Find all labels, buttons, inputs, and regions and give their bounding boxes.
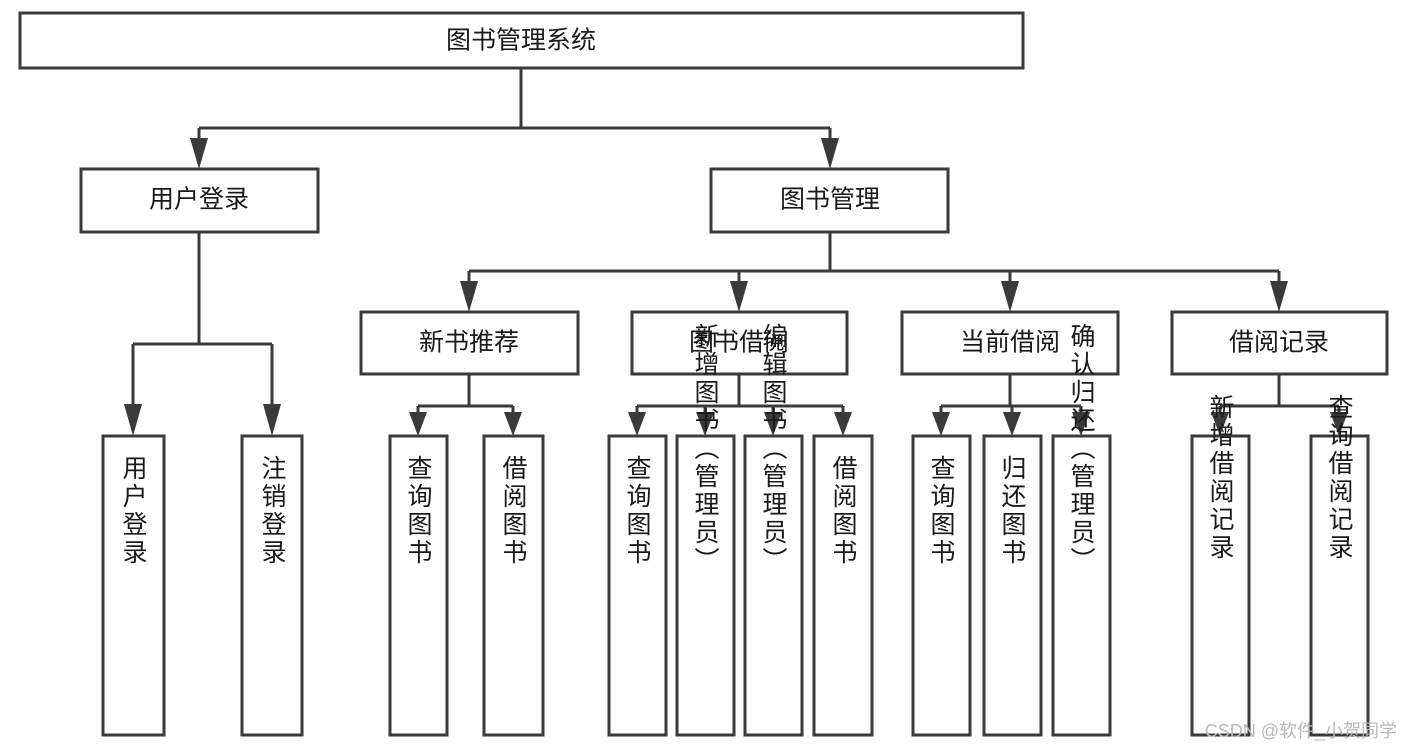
node-leaf-return-book-box[interactable]	[982, 434, 1043, 737]
node-leaf-query-book-borrow[interactable]: 查询图书	[607, 434, 668, 737]
node-leaf-borrow-book[interactable]: 借阅图书	[812, 434, 874, 737]
node-leaf-confirm-return-box[interactable]	[1051, 434, 1112, 737]
node-leaf-add-book[interactable]: 新增图书（管理员）	[675, 323, 736, 737]
node-current-borrow-box[interactable]	[900, 310, 1120, 376]
connector-user-login-to-leaves	[124, 232, 281, 436]
node-leaf-query-book-rec[interactable]: 查询图书	[388, 434, 449, 737]
node-leaf-return-book-label: 归还图书	[998, 455, 1027, 567]
node-user-login-label: 用户登录	[149, 186, 249, 214]
node-leaf-confirm-return-label: 确认归还（管理员）	[1067, 323, 1096, 575]
node-leaf-borrow-book-label: 借阅图书	[829, 455, 858, 567]
connector-borrow-record-to-leaves	[1211, 374, 1348, 436]
node-leaf-query-book-rec-box[interactable]	[388, 434, 449, 737]
arrow-head-icon	[696, 412, 714, 436]
arrow-head-icon	[821, 138, 839, 169]
node-new-book-rec[interactable]: 新书推荐	[359, 310, 580, 376]
node-leaf-query-borrow-record[interactable]: 查询借阅记录	[1309, 394, 1370, 737]
connector-root-to-level2	[190, 68, 839, 169]
node-user-login-box[interactable]	[79, 167, 320, 234]
arrow-head-icon	[124, 404, 142, 436]
node-leaf-add-borrow-record[interactable]: 新增借阅记录	[1190, 394, 1251, 737]
node-root-label: 图书管理系统	[446, 27, 596, 55]
node-borrow-record-box[interactable]	[1170, 310, 1389, 376]
arrow-head-icon	[1330, 412, 1348, 436]
node-leaf-add-book-label: 新增图书（管理员）	[691, 323, 720, 575]
node-leaf-confirm-return[interactable]: 确认归还（管理员）	[1051, 323, 1112, 737]
node-leaf-return-book[interactable]: 归还图书	[982, 434, 1043, 737]
node-current-borrow[interactable]: 当前借阅	[900, 310, 1120, 376]
node-book-manage-box[interactable]	[709, 167, 950, 234]
node-root-box[interactable]	[18, 11, 1025, 70]
node-book-manage-label: 图书管理	[780, 186, 880, 214]
arrow-head-icon	[764, 412, 782, 436]
node-new-book-rec-box[interactable]	[359, 310, 580, 376]
arrow-head-icon	[1003, 412, 1021, 436]
arrow-head-icon	[409, 412, 427, 436]
arrow-head-icon	[190, 138, 208, 169]
node-leaf-query-book-rec-label: 查询图书	[404, 455, 433, 567]
arrow-head-icon	[932, 412, 950, 436]
node-leaf-add-book-box[interactable]	[675, 434, 736, 737]
node-book-manage[interactable]: 图书管理	[709, 167, 950, 234]
node-leaf-add-borrow-record-label: 新增借阅记录	[1206, 394, 1235, 562]
connector-new-book-rec-to-leaves	[409, 374, 522, 436]
node-borrow-record[interactable]: 借阅记录	[1170, 310, 1389, 376]
node-leaf-query-book-current-label: 查询图书	[927, 455, 956, 567]
arrow-head-icon	[628, 412, 646, 436]
arrow-head-icon	[1270, 281, 1288, 312]
node-leaf-add-borrow-record-box[interactable]	[1190, 434, 1251, 737]
node-leaf-user-logout[interactable]: 注销登录	[240, 434, 304, 737]
node-leaf-query-book-borrow-label: 查询图书	[623, 455, 652, 567]
node-leaf-query-book-current-box[interactable]	[911, 434, 972, 737]
node-user-login[interactable]: 用户登录	[79, 167, 320, 234]
connector-book-manage-to-level3	[460, 232, 1288, 312]
node-leaf-borrow-book-rec[interactable]: 借阅图书	[482, 434, 545, 737]
node-root[interactable]: 图书管理系统	[18, 11, 1025, 70]
node-leaf-user-login-label: 用户登录	[119, 455, 148, 567]
node-leaf-user-login[interactable]: 用户登录	[101, 434, 166, 737]
node-borrow-record-label: 借阅记录	[1229, 329, 1329, 357]
node-book-borrow-box[interactable]	[630, 310, 849, 376]
node-book-borrow-label: 图书借阅	[689, 329, 789, 357]
node-new-book-rec-label: 新书推荐	[419, 329, 519, 357]
arrow-head-icon	[460, 281, 478, 312]
node-leaf-borrow-book-box[interactable]	[812, 434, 874, 737]
node-leaf-edit-book-box[interactable]	[743, 434, 804, 737]
node-leaf-user-login-box[interactable]	[101, 434, 166, 737]
connector-current-borrow-to-leaves	[932, 374, 1090, 436]
node-leaf-user-logout-label: 注销登录	[258, 455, 287, 567]
node-leaf-borrow-book-rec-label: 借阅图书	[499, 455, 528, 567]
node-current-borrow-label: 当前借阅	[960, 329, 1060, 357]
node-leaf-query-book-current[interactable]: 查询图书	[911, 434, 972, 737]
arrow-head-icon	[1001, 281, 1019, 312]
connector-book-borrow-to-leaves	[628, 374, 852, 436]
node-leaf-query-borrow-record-label: 查询借阅记录	[1325, 394, 1354, 562]
arrow-head-icon	[1211, 412, 1229, 436]
arrow-head-icon	[504, 412, 522, 436]
node-leaf-edit-book[interactable]: 编辑图书（管理员）	[743, 323, 804, 737]
arrow-head-icon	[263, 404, 281, 436]
node-leaf-user-logout-box[interactable]	[240, 434, 304, 737]
arrow-head-icon	[834, 412, 852, 436]
node-book-borrow[interactable]: 图书借阅	[630, 310, 849, 376]
arrow-head-icon	[730, 281, 748, 312]
node-leaf-edit-book-label: 编辑图书（管理员）	[759, 323, 788, 575]
arrow-head-icon	[1072, 412, 1090, 436]
node-leaf-borrow-book-rec-box[interactable]	[482, 434, 545, 737]
connectors-layer	[124, 68, 1348, 436]
node-leaf-query-borrow-record-box[interactable]	[1309, 434, 1370, 737]
node-leaf-query-book-borrow-box[interactable]	[607, 434, 668, 737]
